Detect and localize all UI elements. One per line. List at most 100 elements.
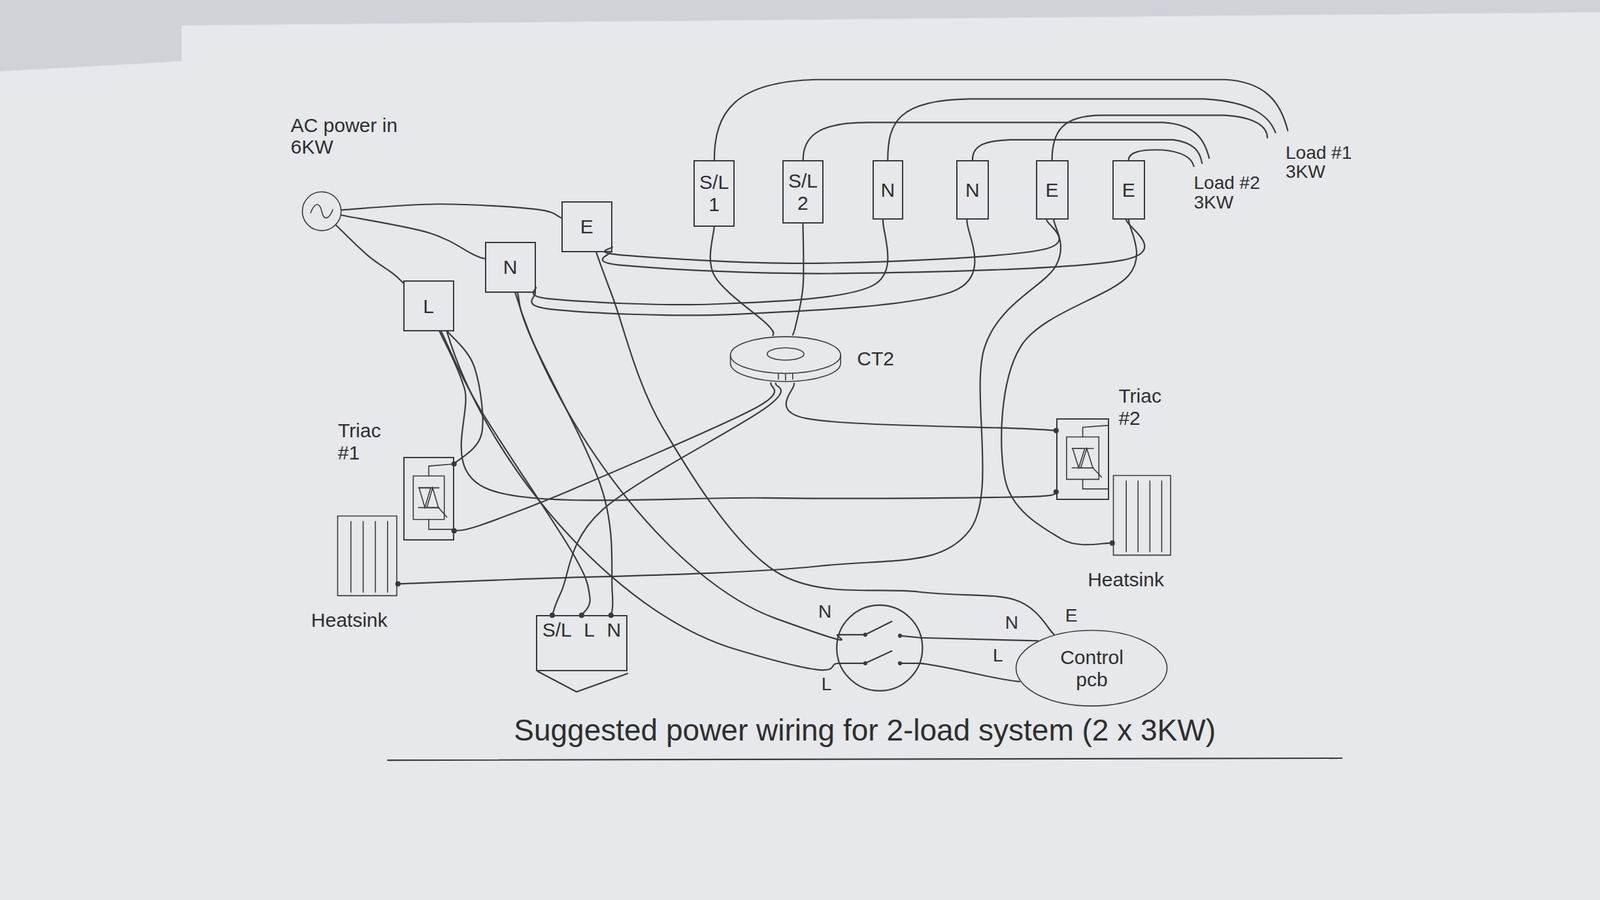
triac-lead bbox=[1082, 425, 1108, 489]
wire bbox=[710, 226, 774, 336]
node-label: Triac #2 bbox=[1116, 384, 1178, 429]
shape-outline bbox=[729, 334, 842, 384]
heatsink: Heatsink bbox=[336, 515, 399, 597]
triac-lead bbox=[428, 464, 453, 530]
ac-source: AC power in 6KW bbox=[301, 190, 342, 232]
supply-wire bbox=[515, 292, 842, 640]
heatsink-fin bbox=[350, 521, 388, 593]
node-label: CT2 bbox=[854, 347, 897, 370]
load-wire bbox=[972, 139, 1202, 164]
wire bbox=[1001, 219, 1137, 546]
triac-body bbox=[413, 476, 444, 521]
node-label: S/L 1 bbox=[697, 171, 731, 216]
terminal-dot bbox=[1109, 540, 1116, 546]
triac-diode bbox=[426, 488, 439, 508]
pcb-wire bbox=[920, 663, 1019, 682]
control-pcb: Control pcb bbox=[1015, 629, 1168, 708]
wire bbox=[517, 292, 613, 616]
node-label: E bbox=[1045, 179, 1059, 202]
strip-base bbox=[537, 671, 628, 692]
shape-outline bbox=[404, 458, 453, 540]
triac-body bbox=[1066, 437, 1099, 480]
wire bbox=[454, 383, 775, 531]
wire bbox=[335, 225, 403, 284]
switch-pivot bbox=[898, 661, 902, 666]
load-label: Load #1 3KW bbox=[1283, 143, 1368, 182]
toroid-top bbox=[730, 336, 842, 374]
load-wire bbox=[1128, 149, 1195, 167]
switch-pivot bbox=[863, 661, 868, 666]
heatsink: Heatsink bbox=[1112, 474, 1172, 557]
shape-outline bbox=[301, 190, 342, 232]
pcb-wire bbox=[920, 637, 1038, 642]
pcb-outline bbox=[1016, 630, 1168, 707]
wire bbox=[596, 252, 1055, 635]
load-wire bbox=[887, 98, 1276, 161]
wire bbox=[439, 331, 1057, 500]
node-label: Triac #1 bbox=[335, 419, 398, 464]
wire bbox=[531, 219, 975, 316]
load-wire bbox=[803, 122, 1210, 161]
pin-label: N bbox=[816, 601, 834, 621]
wire bbox=[398, 219, 1061, 585]
switch-pivot bbox=[863, 632, 868, 637]
load-label: Load #2 3KW bbox=[1192, 173, 1276, 212]
switch-contact bbox=[838, 650, 921, 664]
wire bbox=[604, 219, 1060, 264]
node-label: L bbox=[583, 618, 595, 642]
caption: Suggested power wiring for 2-load system… bbox=[387, 712, 1342, 749]
terminal-block: N bbox=[872, 160, 904, 220]
terminal-dot bbox=[451, 528, 457, 534]
paper-sheet bbox=[0, 12, 1600, 900]
node-label: L bbox=[422, 295, 434, 318]
node-label: E bbox=[1122, 179, 1136, 202]
node-label: Heatsink bbox=[309, 609, 390, 632]
heatsink-base bbox=[1113, 475, 1171, 556]
triac-diode bbox=[1072, 448, 1085, 468]
triac-gate bbox=[1092, 467, 1102, 478]
node-label: Heatsink bbox=[1085, 568, 1167, 591]
pin-label: N bbox=[1003, 613, 1021, 633]
node-label: E bbox=[580, 215, 594, 238]
node-label: N bbox=[606, 618, 621, 642]
triac-diode bbox=[1080, 448, 1093, 468]
terminal-block: N bbox=[956, 160, 989, 220]
pin-label: L bbox=[990, 645, 1006, 665]
terminal-dot bbox=[395, 581, 401, 587]
pin-label: L bbox=[819, 674, 834, 694]
wire bbox=[341, 203, 562, 218]
toroid-marks bbox=[778, 373, 793, 381]
terminal-block: L bbox=[403, 280, 455, 332]
wire bbox=[792, 223, 804, 335]
toroid-hole bbox=[767, 347, 804, 361]
supply-wire bbox=[447, 331, 840, 670]
switch-pivot bbox=[898, 633, 902, 638]
pin-label: E bbox=[1063, 605, 1080, 625]
switch-contact bbox=[838, 621, 921, 638]
triac-bar bbox=[417, 488, 440, 508]
triac-bar bbox=[1071, 448, 1094, 468]
triac-gate bbox=[438, 507, 448, 518]
terminal-block: E bbox=[1112, 160, 1146, 220]
node-label: N bbox=[880, 179, 895, 202]
shape-outline bbox=[336, 515, 399, 597]
triac: Triac #1 bbox=[403, 456, 455, 541]
node-label: Control pcb bbox=[1045, 646, 1138, 691]
terminal-block: S/L 1 bbox=[693, 160, 734, 227]
wire bbox=[552, 383, 782, 616]
wire bbox=[786, 383, 1057, 431]
shape-outline bbox=[1112, 474, 1172, 557]
node-label: S/L 2 bbox=[786, 169, 819, 214]
caption-underline bbox=[387, 758, 1342, 761]
node-label: S/L bbox=[542, 618, 572, 642]
terminal-block: E bbox=[1035, 160, 1069, 220]
triac: Triac #2 bbox=[1056, 418, 1110, 500]
heatsink-fin bbox=[1126, 480, 1162, 552]
load-wire bbox=[714, 79, 1288, 161]
node-label: N bbox=[965, 179, 980, 202]
terminal-block: E bbox=[561, 201, 613, 253]
source-circle bbox=[301, 191, 341, 231]
